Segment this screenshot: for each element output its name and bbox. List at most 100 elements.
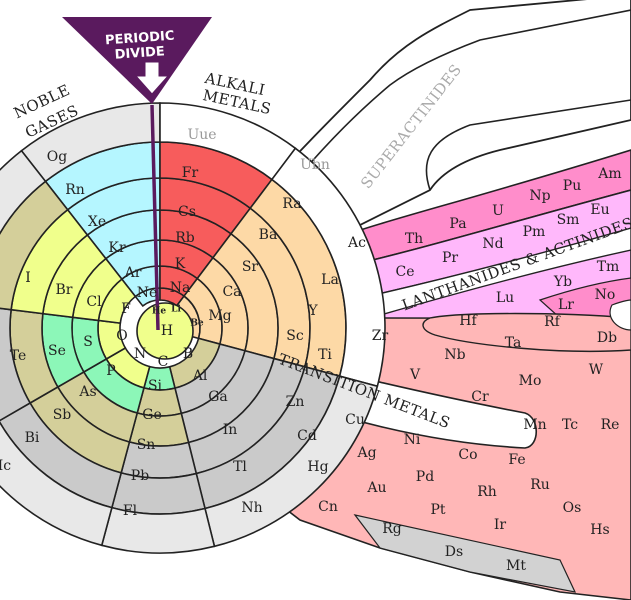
element-Ce[interactable]: Ce xyxy=(396,264,415,280)
element-Lu[interactable]: Lu xyxy=(496,290,514,306)
element-Cl[interactable]: Cl xyxy=(86,294,102,310)
element-Yb[interactable]: Yb xyxy=(553,274,572,290)
element-I[interactable]: I xyxy=(25,270,31,286)
element-Np[interactable]: Np xyxy=(529,188,550,204)
element-Mt[interactable]: Mt xyxy=(506,558,526,574)
element-C[interactable]: C xyxy=(158,354,169,370)
element-Ir[interactable]: Ir xyxy=(494,517,507,533)
element-Sm[interactable]: Sm xyxy=(557,212,580,228)
element-Au[interactable]: Au xyxy=(366,480,386,496)
element-Mc[interactable]: Mc xyxy=(0,458,11,474)
element-Ds[interactable]: Ds xyxy=(445,544,463,560)
element-Hg[interactable]: Hg xyxy=(307,459,328,475)
element-Cn[interactable]: Cn xyxy=(318,499,338,515)
element-H[interactable]: H xyxy=(161,323,173,339)
element-Bi[interactable]: Bi xyxy=(25,430,40,446)
element-Rb[interactable]: Rb xyxy=(175,230,195,246)
element-Ba[interactable]: Ba xyxy=(259,227,278,243)
element-Pa[interactable]: Pa xyxy=(449,216,466,232)
element-S[interactable]: S xyxy=(83,334,93,350)
element-Mg[interactable]: Mg xyxy=(208,308,231,324)
element-Mn[interactable]: Mn xyxy=(523,417,546,433)
element-Eu[interactable]: Eu xyxy=(590,202,609,218)
element-Ne[interactable]: Ne xyxy=(137,285,158,301)
element-Nh[interactable]: Nh xyxy=(241,500,262,516)
element-N[interactable]: N xyxy=(134,346,146,362)
element-Ta[interactable]: Ta xyxy=(505,335,522,351)
element-He[interactable]: He xyxy=(152,307,167,317)
element-Sn[interactable]: Sn xyxy=(137,437,156,453)
element-Ag[interactable]: Ag xyxy=(356,445,376,461)
element-No[interactable]: No xyxy=(595,287,616,303)
element-In[interactable]: In xyxy=(223,422,238,438)
element-Sb[interactable]: Sb xyxy=(53,407,72,423)
element-Xe[interactable]: Xe xyxy=(88,214,106,230)
element-Rn[interactable]: Rn xyxy=(65,182,85,198)
element-Si[interactable]: Si xyxy=(148,378,163,394)
element-Pd[interactable]: Pd xyxy=(416,469,434,485)
element-Rg[interactable]: Rg xyxy=(382,521,402,537)
element-Uue[interactable]: Uue xyxy=(187,127,216,143)
element-Fl[interactable]: Fl xyxy=(123,503,138,519)
element-Hs[interactable]: Hs xyxy=(590,522,609,538)
element-Ru[interactable]: Ru xyxy=(530,477,550,493)
element-Re[interactable]: Re xyxy=(601,417,620,433)
element-Ubn[interactable]: Ubn xyxy=(300,157,330,173)
element-Zr[interactable]: Zr xyxy=(372,328,389,344)
element-Fr[interactable]: Fr xyxy=(182,165,199,181)
element-Se[interactable]: Se xyxy=(48,343,66,359)
element-Lr[interactable]: Lr xyxy=(558,297,574,313)
element-Be[interactable]: Be xyxy=(190,319,204,329)
element-Ni[interactable]: Ni xyxy=(404,432,421,448)
element-K[interactable]: K xyxy=(175,256,186,272)
element-Zn[interactable]: Zn xyxy=(286,394,305,410)
element-Li[interactable]: Li xyxy=(171,305,181,315)
element-Os[interactable]: Os xyxy=(563,500,582,516)
element-Cu[interactable]: Cu xyxy=(345,412,365,428)
element-Rh[interactable]: Rh xyxy=(477,484,497,500)
element-V[interactable]: V xyxy=(409,367,421,383)
element-Am[interactable]: Am xyxy=(597,166,621,182)
element-Db[interactable]: Db xyxy=(597,330,617,346)
element-B[interactable]: B xyxy=(183,346,193,362)
element-Y[interactable]: Y xyxy=(307,303,318,319)
element-Nd[interactable]: Nd xyxy=(482,236,503,252)
element-Pb[interactable]: Pb xyxy=(131,468,149,484)
element-O[interactable]: O xyxy=(116,328,127,344)
element-Co[interactable]: Co xyxy=(458,447,477,463)
element-Al[interactable]: Al xyxy=(192,368,208,384)
element-Ac[interactable]: Ac xyxy=(347,235,366,251)
element-Pr[interactable]: Pr xyxy=(442,250,458,266)
element-P[interactable]: P xyxy=(106,363,115,379)
element-Cs[interactable]: Cs xyxy=(178,204,196,220)
element-Kr[interactable]: Kr xyxy=(108,240,125,256)
element-Cd[interactable]: Cd xyxy=(297,428,317,444)
element-Mo[interactable]: Mo xyxy=(519,373,542,389)
element-Hf[interactable]: Hf xyxy=(459,313,478,329)
element-Cr[interactable]: Cr xyxy=(471,389,489,405)
element-Ga[interactable]: Ga xyxy=(208,389,228,405)
element-Sr[interactable]: Sr xyxy=(242,259,259,275)
element-Ar[interactable]: Ar xyxy=(124,265,142,281)
element-Pm[interactable]: Pm xyxy=(523,224,546,240)
element-Tl[interactable]: Tl xyxy=(233,459,247,475)
element-W[interactable]: W xyxy=(589,362,604,378)
element-U[interactable]: U xyxy=(492,203,504,219)
element-Br[interactable]: Br xyxy=(56,282,73,298)
element-Pu[interactable]: Pu xyxy=(563,178,581,194)
element-Ra[interactable]: Ra xyxy=(282,196,301,212)
element-Tm[interactable]: Tm xyxy=(597,259,620,275)
element-Tc[interactable]: Tc xyxy=(562,417,578,433)
element-La[interactable]: La xyxy=(321,272,339,288)
element-Pt[interactable]: Pt xyxy=(430,502,445,518)
element-Ge[interactable]: Ge xyxy=(142,407,161,423)
element-Rf[interactable]: Rf xyxy=(544,314,562,330)
element-Sc[interactable]: Sc xyxy=(286,328,304,344)
element-Ti[interactable]: Ti xyxy=(318,347,332,363)
element-Fe[interactable]: Fe xyxy=(508,452,525,468)
element-Na[interactable]: Na xyxy=(170,280,191,296)
element-F[interactable]: F xyxy=(121,301,131,317)
element-As[interactable]: As xyxy=(78,384,96,400)
element-Og[interactable]: Og xyxy=(47,149,67,165)
element-Nb[interactable]: Nb xyxy=(444,347,465,363)
